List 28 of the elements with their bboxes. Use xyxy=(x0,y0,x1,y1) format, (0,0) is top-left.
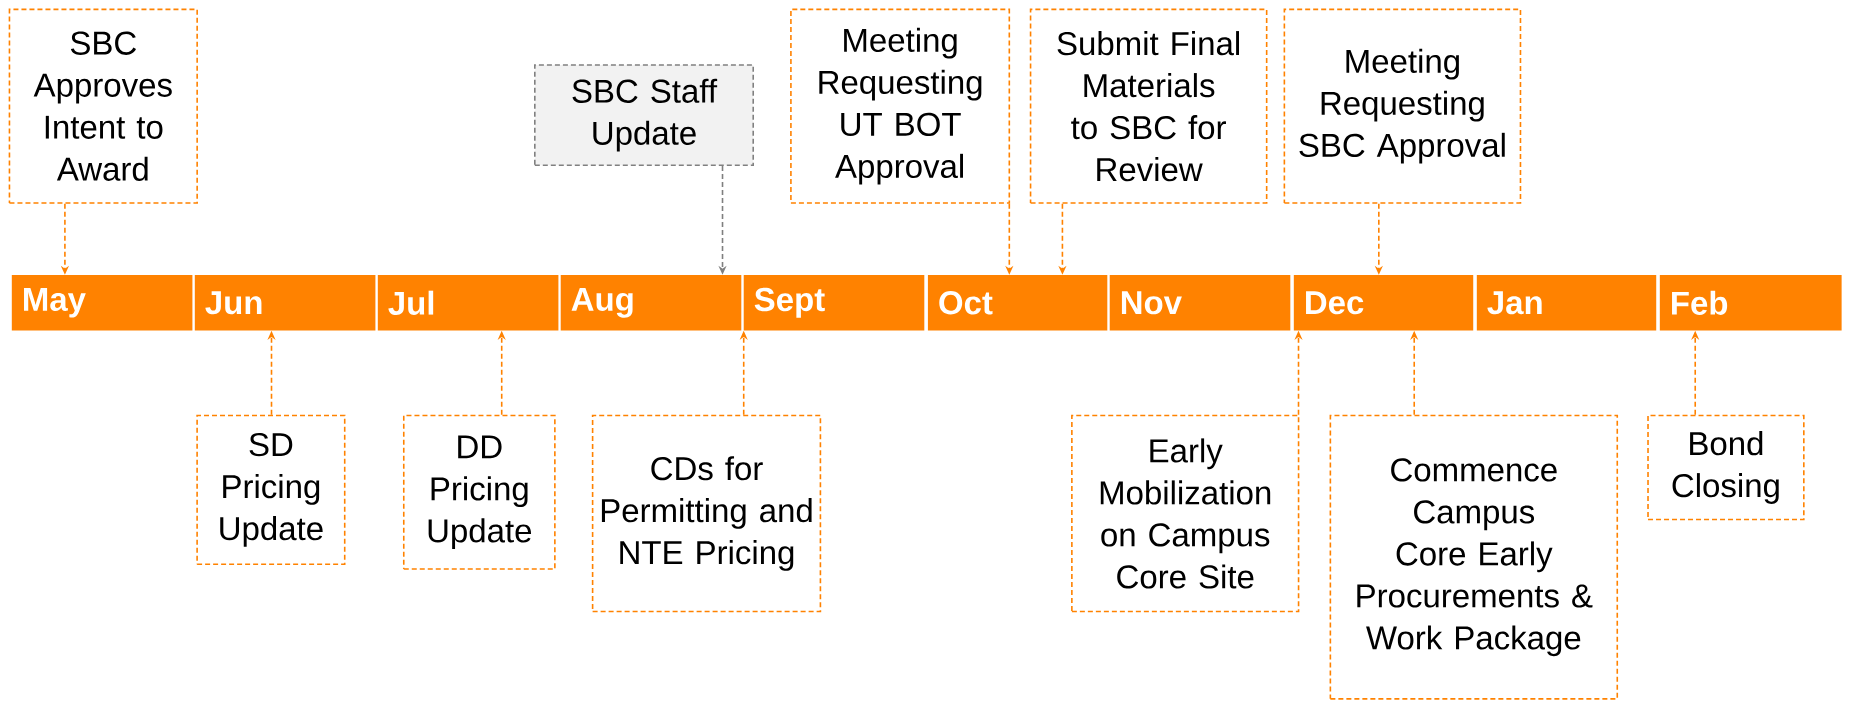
month-segment: Jan xyxy=(1476,275,1657,331)
month-segment: Sept xyxy=(743,275,925,331)
node-label: Aug xyxy=(571,287,633,318)
timeline-box: Meeting Requesting SBC Approval xyxy=(1283,8,1522,204)
timeline-box: SBC Approves Intent to Award xyxy=(8,8,198,204)
month-segment: Jul xyxy=(377,275,559,331)
month-segment: Jun xyxy=(194,275,376,331)
timeline-box: CDs for Permitting and NTE Pricing xyxy=(591,414,822,613)
node-label: Sept xyxy=(754,287,825,318)
timeline-box: Bond Closing xyxy=(1647,414,1805,521)
month-segment: Oct xyxy=(927,275,1108,331)
month-segment: May xyxy=(11,275,193,331)
month-segment: Aug xyxy=(560,275,742,331)
node-label: May xyxy=(24,288,86,318)
timeline-box: SBC Staff Update xyxy=(534,64,754,167)
month-segment: Nov xyxy=(1109,275,1291,331)
node-label: Jul xyxy=(388,290,434,315)
month-segment: Dec xyxy=(1293,275,1474,331)
timeline-box: Commence Campus Core Early Procurements & Work Package xyxy=(1329,414,1619,700)
timeline-box: SD Pricing Update xyxy=(196,414,346,566)
node-label: Nov xyxy=(1121,291,1182,315)
node-label: Jun xyxy=(205,291,262,315)
timeline-box: Early Mobilization on Campus Core Site xyxy=(1071,414,1300,613)
month-segment: Feb xyxy=(1659,275,1842,331)
timeline-box: Submit Final Materials to SBC for Review xyxy=(1029,8,1268,204)
timeline-box: Meeting Requesting UT BOT Approval xyxy=(790,8,1011,204)
timeline-box: DD Pricing Update xyxy=(402,414,556,570)
node-label: Oct xyxy=(939,291,993,315)
